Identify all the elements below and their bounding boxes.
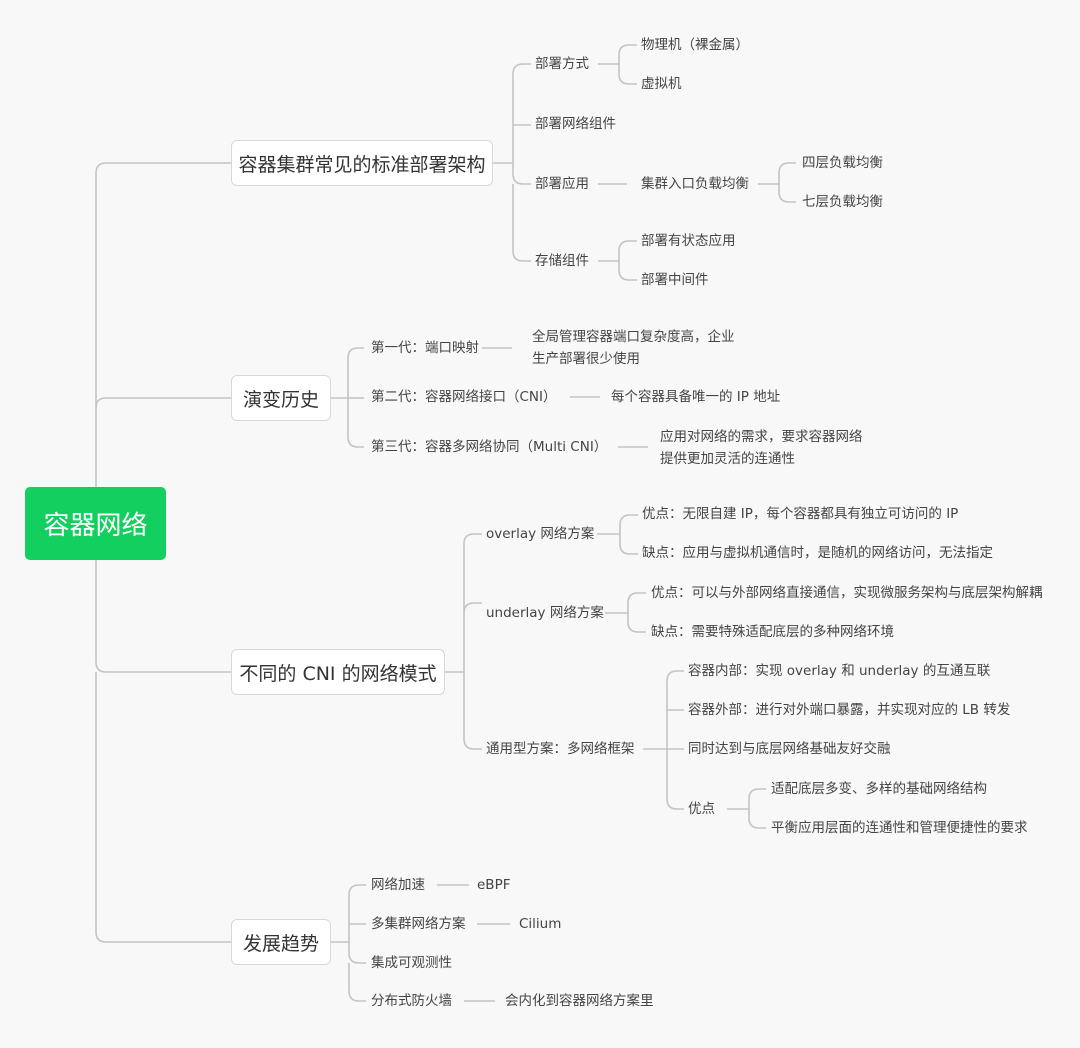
node-physical-machine[interactable]: 物理机（裸金属） (641, 37, 749, 53)
node-distributed-firewall[interactable]: 分布式防火墙 (371, 993, 452, 1009)
branch-development-trends[interactable]: 发展趋势 (231, 919, 331, 965)
node-cluster-ingress-lb[interactable]: 集群入口负载均衡 (641, 176, 749, 192)
node-adapt-underlying[interactable]: 适配底层多变、多样的基础网络结构 (771, 781, 987, 797)
node-virtual-machine[interactable]: 虚拟机 (641, 76, 682, 92)
gen1-note-line1: 全局管理容器端口复杂度高，企业 (532, 329, 735, 345)
node-deploy-applications[interactable]: 部署应用 (535, 176, 589, 192)
node-advantages[interactable]: 优点 (688, 801, 715, 817)
node-storage-components[interactable]: 存储组件 (535, 253, 589, 269)
node-ebpf[interactable]: eBPF (477, 877, 511, 893)
node-stateful-apps[interactable]: 部署有状态应用 (641, 233, 736, 249)
node-network-acceleration[interactable]: 网络加速 (371, 877, 425, 893)
branch-evolution-history[interactable]: 演变历史 (231, 375, 331, 421)
node-deployment-method[interactable]: 部署方式 (535, 56, 589, 72)
node-multi-network-framework[interactable]: 通用型方案：多网络框架 (486, 741, 635, 757)
node-overlay-pro[interactable]: 优点：无限自建 IP，每个容器都具有独立可访问的 IP (642, 506, 959, 522)
node-observability[interactable]: 集成可观测性 (371, 955, 452, 971)
node-underlay-pro[interactable]: 优点：可以与外部网络直接通信，实现微服务架构与底层架构解耦 (651, 585, 1043, 601)
node-cilium[interactable]: Cilium (519, 916, 562, 932)
node-underlay[interactable]: underlay 网络方案 (486, 605, 604, 621)
node-multi-cluster[interactable]: 多集群网络方案 (371, 916, 466, 932)
node-gen3-multi-cni[interactable]: 第三代：容器多网络协同（Multi CNI） (371, 439, 608, 455)
node-gen1-port-mapping[interactable]: 第一代：端口映射 (371, 340, 479, 356)
node-internalized[interactable]: 会内化到容器网络方案里 (505, 993, 654, 1009)
node-balance-requirements[interactable]: 平衡应用层面的连通性和管理便捷性的要求 (771, 820, 1028, 836)
node-deploy-network-components[interactable]: 部署网络组件 (535, 116, 616, 132)
node-container-internal[interactable]: 容器内部：实现 overlay 和 underlay 的互通互联 (688, 663, 991, 679)
node-container-external[interactable]: 容器外部：进行对外端口暴露，并实现对应的 LB 转发 (688, 702, 1011, 718)
node-l7-lb[interactable]: 七层负载均衡 (802, 194, 883, 210)
node-overlay[interactable]: overlay 网络方案 (486, 526, 595, 542)
branch-deployment-architecture[interactable]: 容器集群常见的标准部署架构 (231, 140, 493, 186)
branch-cni-network-modes[interactable]: 不同的 CNI 的网络模式 (231, 649, 445, 695)
node-gen2-cni[interactable]: 第二代：容器网络接口（CNI） (371, 389, 557, 405)
root-node[interactable]: 容器网络 (25, 487, 166, 560)
gen3-note-line2: 提供更加灵活的连通性 (660, 451, 795, 467)
node-middleware[interactable]: 部署中间件 (641, 272, 709, 288)
gen3-note-line1: 应用对网络的需求，要求容器网络 (660, 429, 863, 445)
node-l4-lb[interactable]: 四层负载均衡 (802, 155, 883, 171)
node-gen2-note[interactable]: 每个容器具备唯一的 IP 地址 (611, 389, 781, 405)
node-overlay-con[interactable]: 缺点：应用与虚拟机通信时，是随机的网络访问，无法指定 (642, 545, 993, 561)
node-underlay-con[interactable]: 缺点：需要特殊适配底层的多种网络环境 (651, 624, 894, 640)
node-friendly-integration[interactable]: 同时达到与底层网络基础友好交融 (688, 741, 891, 757)
node-gen1-note[interactable]: 全局管理容器端口复杂度高，企业 生产部署很少使用 (532, 326, 735, 370)
gen1-note-line2: 生产部署很少使用 (532, 351, 640, 367)
node-gen3-note[interactable]: 应用对网络的需求，要求容器网络 提供更加灵活的连通性 (660, 426, 863, 470)
